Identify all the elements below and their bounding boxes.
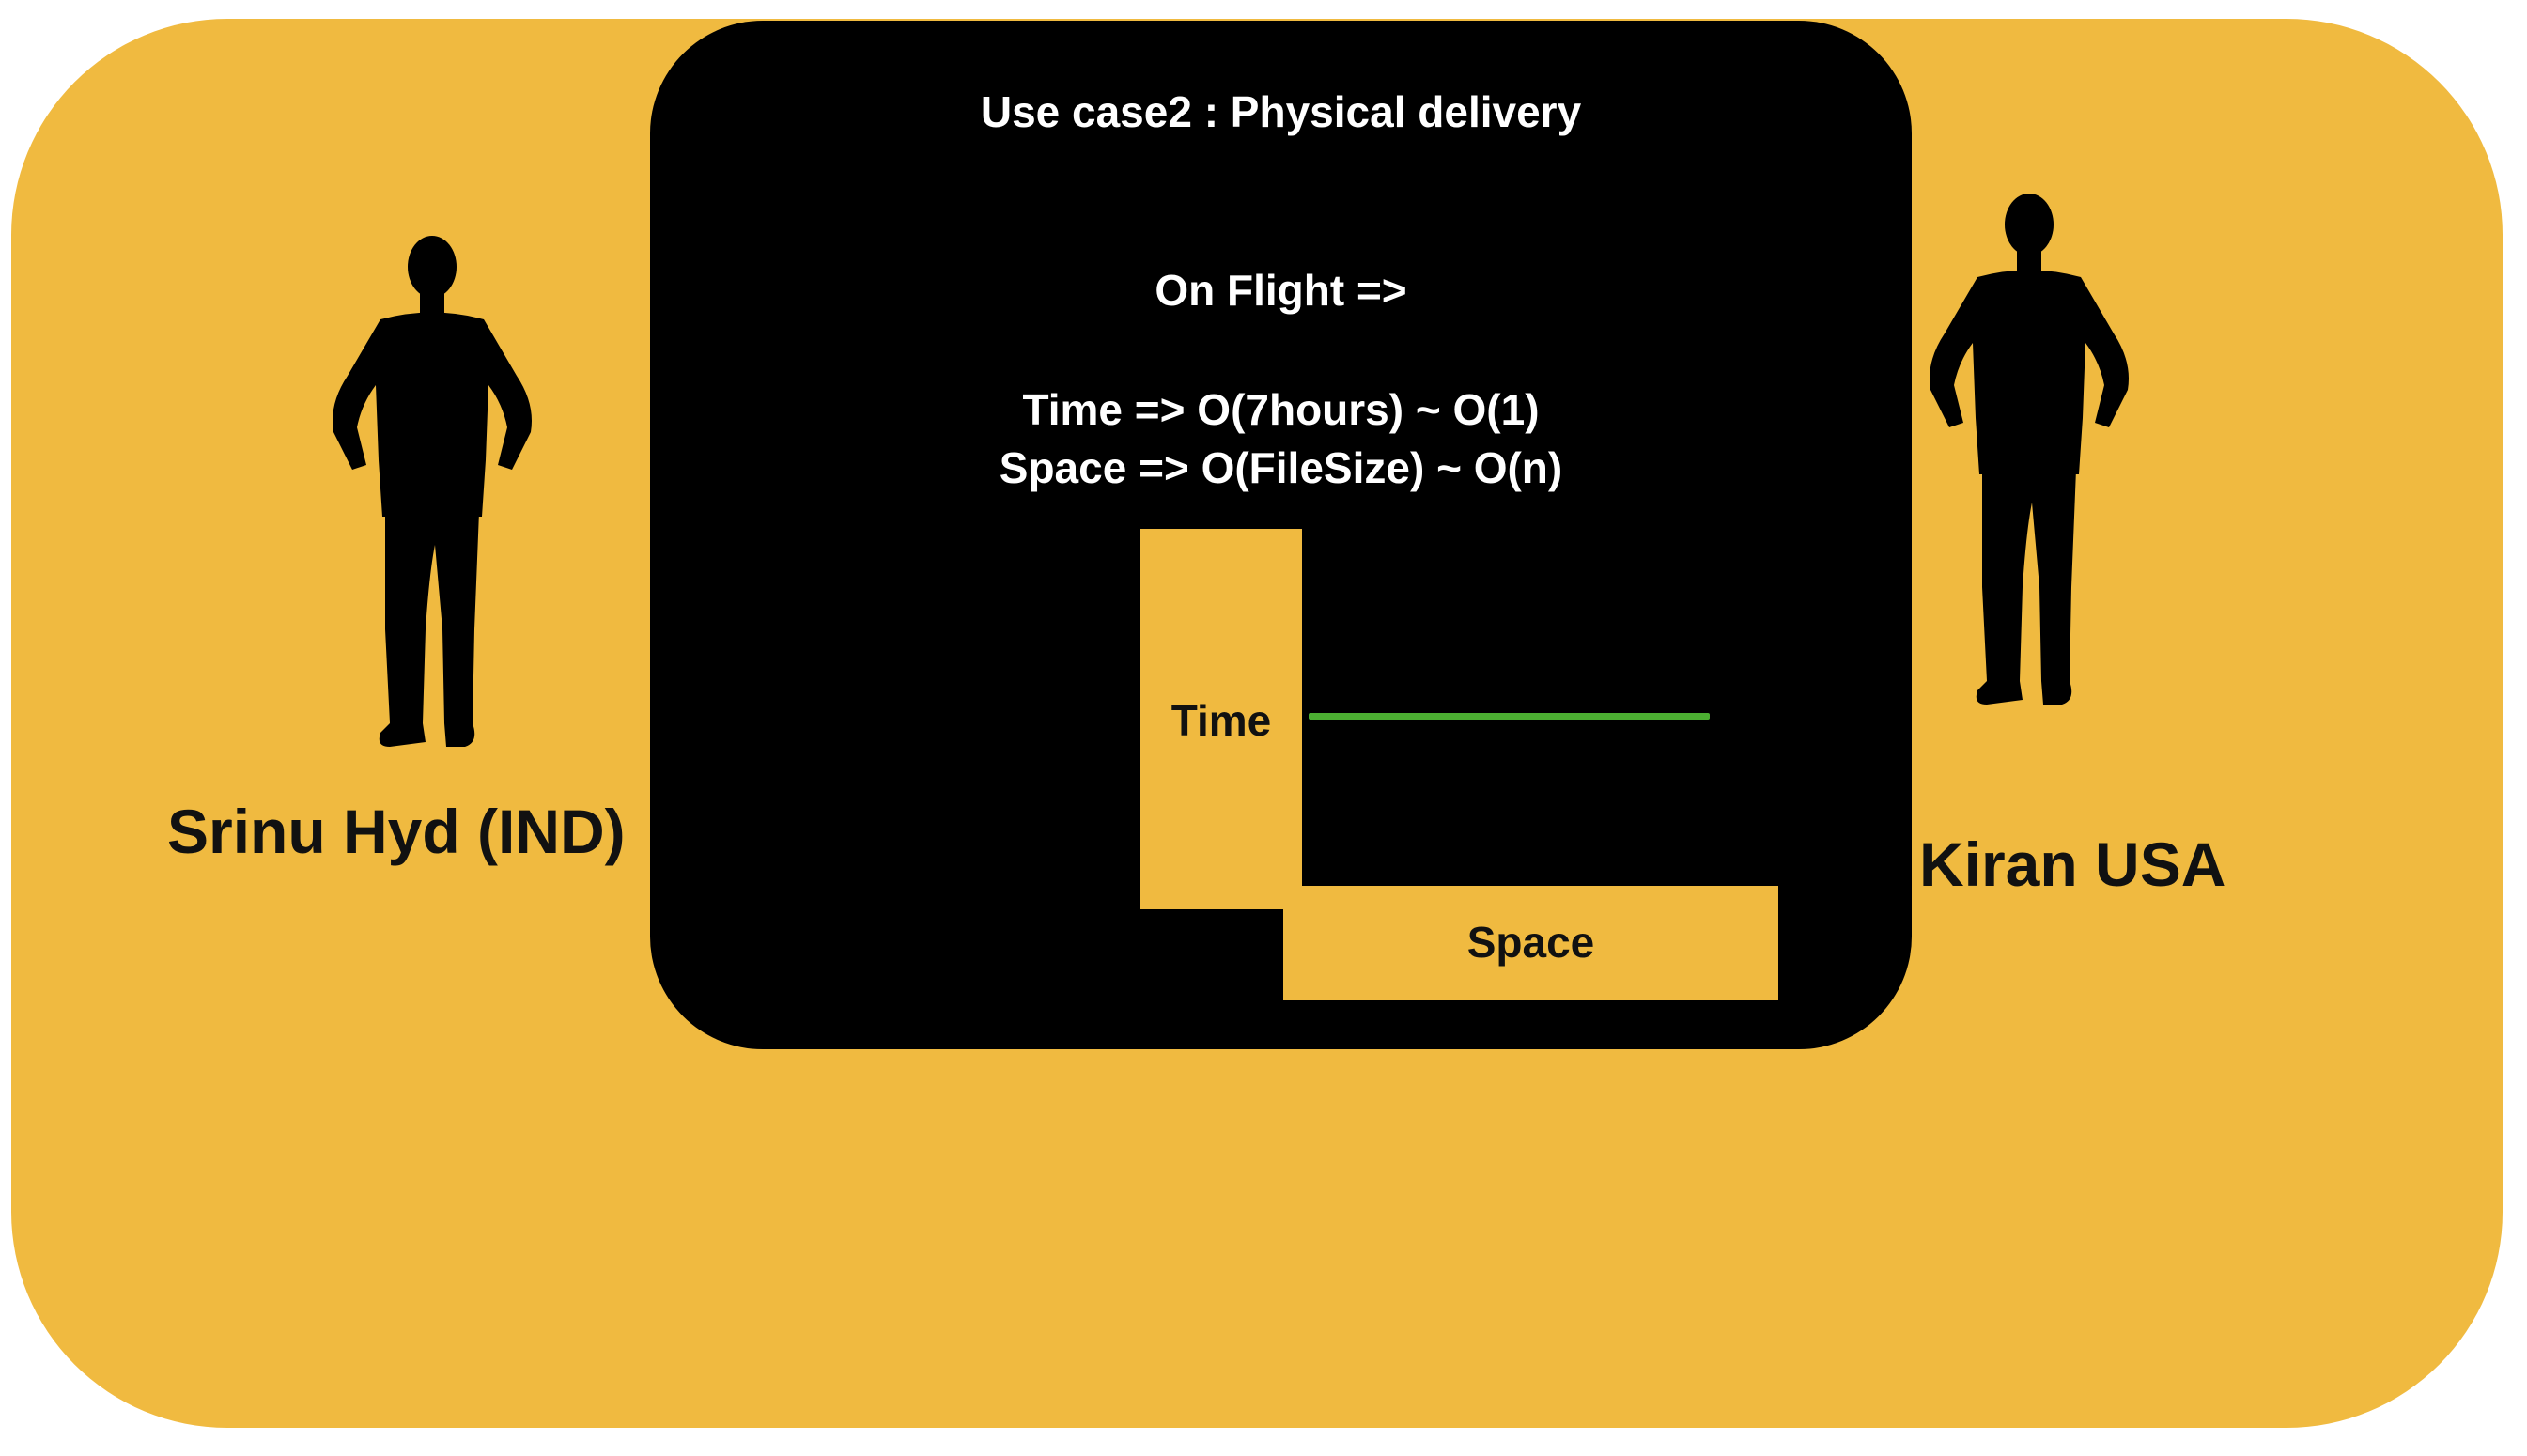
panel-subtitle: On Flight =>: [1155, 266, 1407, 315]
space-complexity-text: Space => O(FileSize) ~ O(n): [999, 443, 1563, 492]
right-person-name: Kiran USA: [1919, 829, 2226, 899]
time-complexity-text: Time => O(7hours) ~ O(1): [1022, 385, 1540, 434]
panel-title: Use case2 : Physical delivery: [980, 87, 1582, 136]
time-box: Time: [1140, 529, 1302, 909]
space-box-label: Space: [1466, 918, 1595, 967]
person-silhouette-icon: [333, 236, 532, 747]
left-person-name: Srinu Hyd (IND): [167, 797, 626, 866]
constant-time-line: [1309, 713, 1710, 720]
person-silhouette-icon: [1930, 194, 2129, 705]
space-box: Space: [1283, 886, 1778, 1000]
time-box-label: Time: [1170, 696, 1272, 745]
